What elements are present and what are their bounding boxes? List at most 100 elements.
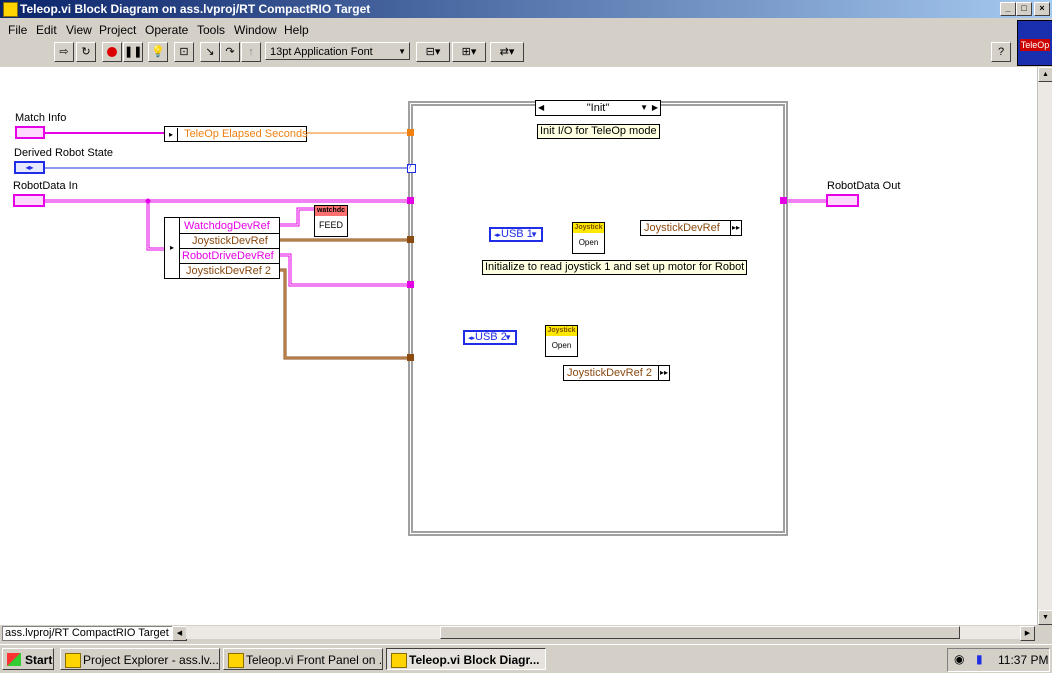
step-into-icon[interactable]: ↘ — [200, 42, 220, 62]
align-objects-icon[interactable]: ⊟▾ — [416, 42, 450, 62]
usb1-ring[interactable]: ◂▸USB 1▼ — [489, 227, 543, 242]
joystick-open-subvi-2[interactable]: Joystick Open — [545, 325, 578, 357]
unbundle-arrow-icon: ▸ — [165, 128, 178, 142]
bundle2-label: JoystickDevRef 2 — [567, 367, 652, 379]
menu-operate[interactable]: Operate — [145, 23, 189, 37]
scroll-thumb[interactable] — [440, 626, 960, 639]
task-block-diagram[interactable]: Teleop.vi Block Diagr... — [386, 648, 546, 670]
unbundle-item: RobotDriveDevRef — [180, 248, 279, 262]
step-out-icon[interactable]: ↑ — [241, 42, 261, 62]
unbundle-item: JoystickDevRef 2 — [180, 263, 279, 277]
unbundle-robotdata[interactable]: ▸ WatchdogDevRef JoystickDevRef RobotDri… — [164, 217, 280, 279]
execution-target[interactable]: ass.lvproj/RT CompactRIO Target — [2, 626, 176, 641]
start-button[interactable]: Start — [2, 648, 54, 670]
robotdata-out-indicator[interactable] — [826, 194, 859, 207]
menu-tools[interactable]: Tools — [197, 23, 226, 37]
start-label: Start — [25, 653, 53, 667]
run-arrow-icon[interactable]: ⇨ — [54, 42, 74, 62]
close-button[interactable]: × — [1034, 2, 1050, 16]
vi-icon-teleop[interactable]: TeleOp — [1017, 20, 1052, 66]
labview-icon — [65, 653, 81, 668]
scroll-right-icon[interactable]: ▶ — [1020, 626, 1035, 641]
tunnel-elapsed — [407, 129, 414, 136]
scroll-down-icon[interactable]: ▼ — [1038, 610, 1052, 625]
menu-project[interactable]: Project — [99, 23, 137, 37]
bundle1-label: JoystickDevRef — [644, 222, 720, 234]
match-info-terminal[interactable] — [15, 126, 45, 139]
system-tray: ◉ ▮ 11:37 PM — [947, 648, 1050, 672]
case-selector[interactable]: ◀ "Init" ▼ ▶ — [535, 100, 661, 116]
run-continuously-icon[interactable]: ↻ — [76, 42, 96, 62]
chevron-left-icon[interactable]: ◀ — [538, 103, 545, 112]
menu-edit[interactable]: Edit — [36, 23, 57, 37]
unbundle-elapsed-label: TeleOp Elapsed Seconds — [184, 128, 308, 140]
watchdog-feed-subvi[interactable]: watchdc FEED — [314, 205, 348, 237]
bundle-joystick-2[interactable]: JoystickDevRef 2 ▸▸ — [563, 365, 670, 381]
pause-icon[interactable]: ❚❚ — [123, 42, 143, 62]
tunnel-robotdata — [407, 197, 414, 204]
bundle-joystick-1[interactable]: JoystickDevRef ▸▸ — [640, 220, 742, 236]
chevron-down-icon: ▼ — [398, 47, 406, 56]
watchdog-header: watchdc — [315, 206, 347, 216]
task-label: Teleop.vi Block Diagr... — [409, 653, 540, 667]
joystick-open-subvi-1[interactable]: Joystick Open — [572, 222, 605, 254]
windows-logo-icon — [7, 653, 21, 666]
labview-vi-icon — [3, 2, 18, 17]
tunnel-robot-drive — [407, 281, 414, 288]
joystick-header: Joystick — [573, 223, 604, 233]
menu-window[interactable]: Window — [234, 23, 277, 37]
chevron-down-icon[interactable]: ▼ — [640, 103, 648, 112]
case-structure[interactable] — [408, 101, 788, 536]
unbundle-elapsed[interactable]: ▸ TeleOp Elapsed Seconds — [164, 126, 308, 142]
font-select[interactable]: 13pt Application Font ▼ — [265, 42, 410, 60]
task-project-explorer[interactable]: Project Explorer - ass.lv... — [60, 648, 220, 670]
usb2-ring[interactable]: ◂▸USB 2▼ — [463, 330, 517, 345]
bundle-arrow-icon: ▸▸ — [657, 366, 668, 380]
task-label: Project Explorer - ass.lv... — [83, 653, 219, 667]
case-comment: Init I/O for TeleOp mode — [537, 124, 660, 139]
tunnel-robotdata-out — [780, 197, 787, 204]
case-selector-value: "Init" — [586, 102, 610, 114]
bundle-arrow-icon: ▸▸ — [729, 221, 740, 235]
chevron-right-icon[interactable]: ▶ — [651, 103, 658, 112]
retain-wire-values-icon[interactable]: ⊡ — [174, 42, 194, 62]
taskbar: Start Project Explorer - ass.lv... Teleo… — [0, 644, 1052, 673]
scroll-up-icon[interactable]: ▲ — [1038, 67, 1052, 82]
labview-icon — [228, 653, 244, 668]
unbundle-item: WatchdogDevRef — [184, 220, 270, 232]
vi-icon-label: TeleOp — [1020, 39, 1050, 51]
minimize-button[interactable]: _ — [1000, 2, 1016, 16]
step-over-icon[interactable]: ↷ — [220, 42, 240, 62]
robotdata-in-terminal[interactable] — [13, 194, 45, 207]
menu-file[interactable]: File — [8, 23, 28, 37]
abort-icon[interactable] — [102, 42, 122, 62]
menu-view[interactable]: View — [66, 23, 92, 37]
chevron-down-icon: ▼ — [530, 230, 538, 239]
reorder-icon[interactable]: ⇄▾ — [490, 42, 524, 62]
scroll-left-icon[interactable]: ◀ — [172, 626, 187, 641]
vertical-scrollbar[interactable]: ▲ ▼ — [1037, 67, 1052, 625]
window-title: Teleop.vi Block Diagram on ass.lvproj/RT… — [20, 2, 371, 16]
derived-robot-state-terminal[interactable]: ◂▸ — [14, 161, 45, 174]
block-diagram-canvas[interactable]: ◀ "Init" ▼ ▶ Init I/O for TeleOp mode ? … — [0, 67, 1037, 625]
unbundle-arrow-icon: ▸ — [165, 218, 180, 278]
watchdog-body: FEED — [318, 220, 343, 230]
increment-icon: ◂▸ — [494, 232, 502, 239]
horizontal-scrollbar[interactable] — [186, 626, 1034, 639]
robotdata-out-label: RobotData Out — [827, 180, 901, 192]
maximize-button[interactable]: □ — [1016, 2, 1032, 16]
title-bar: Teleop.vi Block Diagram on ass.lvproj/RT… — [0, 0, 1052, 18]
usb1-value: USB 1 — [501, 228, 533, 240]
menu-help[interactable]: Help — [284, 23, 309, 37]
clock: 11:37 PM — [998, 653, 1049, 667]
labview-icon — [391, 653, 407, 668]
derived-robot-state-label: Derived Robot State — [14, 147, 114, 159]
context-help-icon[interactable]: ? — [991, 42, 1011, 62]
speaker-icon[interactable]: ◉ — [954, 652, 965, 666]
usb2-value: USB 2 — [475, 331, 507, 343]
tunnel-joystick-ref-2 — [407, 354, 414, 361]
task-front-panel[interactable]: Teleop.vi Front Panel on ... — [223, 648, 383, 670]
battery-icon[interactable]: ▮ — [976, 652, 983, 666]
distribute-objects-icon[interactable]: ⊞▾ — [452, 42, 486, 62]
highlight-execution-icon[interactable]: 💡 — [148, 42, 168, 62]
